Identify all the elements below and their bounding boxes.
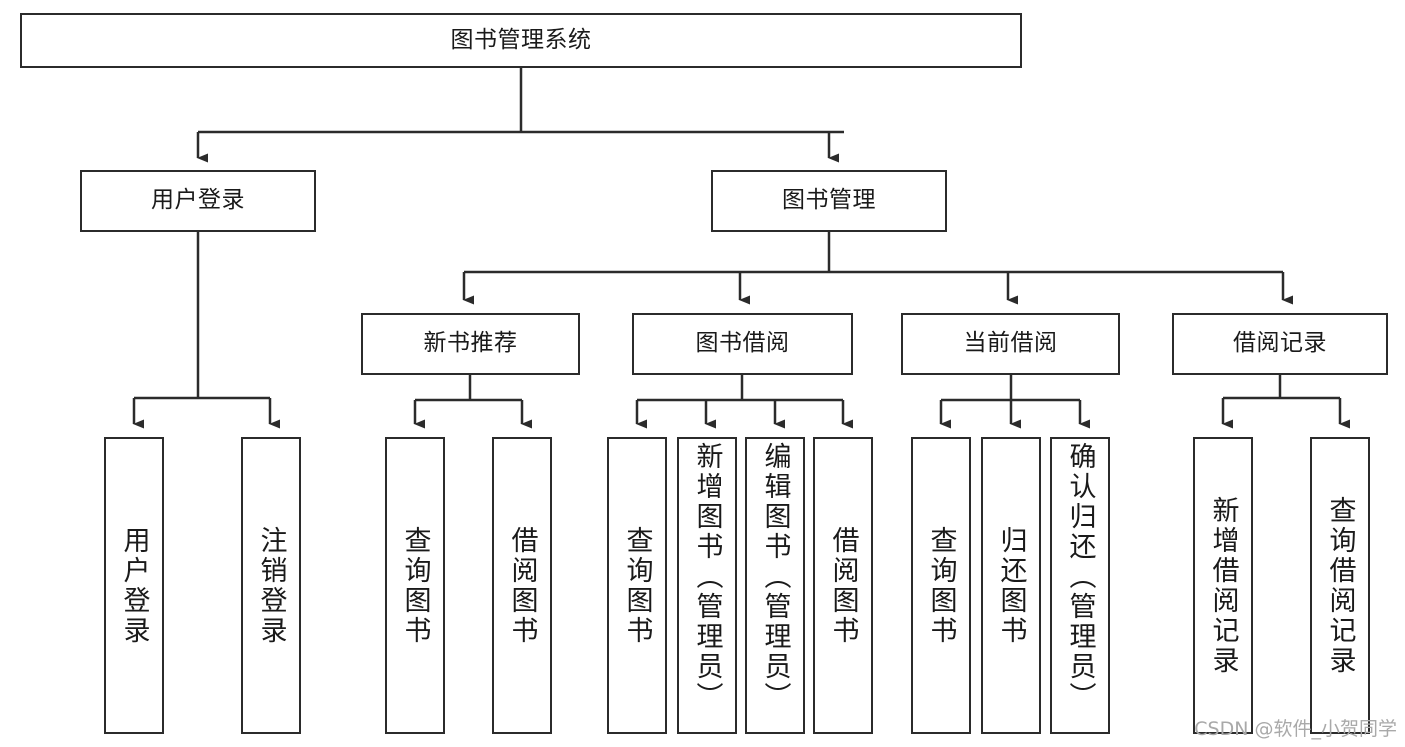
- node-root-label: 图书管理系统: [450, 26, 592, 53]
- leaf-current-query-book[interactable]: 查询图书: [911, 437, 971, 734]
- leaf-current-confirm-return-label: 确认归还（管理员）: [1064, 442, 1096, 712]
- leaf-current-query-book-label: 查询图书: [925, 525, 957, 646]
- node-user-login[interactable]: 用户登录: [80, 170, 316, 232]
- leaf-user-login-logout-label: 注销登录: [255, 525, 287, 646]
- leaf-current-confirm-return[interactable]: 确认归还（管理员）: [1050, 437, 1110, 734]
- leaf-borrow-edit-book[interactable]: 编辑图书（管理员）: [745, 437, 805, 734]
- leaf-record-add-record-label: 新增借阅记录: [1207, 495, 1239, 676]
- node-root[interactable]: 图书管理系统: [20, 13, 1022, 68]
- node-new-book-recommend[interactable]: 新书推荐: [361, 313, 580, 375]
- leaf-recommend-query-book[interactable]: 查询图书: [385, 437, 445, 734]
- node-book-management-label: 图书管理: [782, 187, 876, 214]
- leaf-record-add-record[interactable]: 新增借阅记录: [1193, 437, 1253, 734]
- leaf-user-login-login-label: 用户登录: [118, 525, 150, 646]
- leaf-borrow-add-book[interactable]: 新增图书（管理员）: [677, 437, 737, 734]
- leaf-current-return-book-label: 归还图书: [995, 525, 1027, 646]
- node-book-borrow[interactable]: 图书借阅: [632, 313, 853, 375]
- node-book-borrow-label: 图书借阅: [695, 330, 790, 357]
- leaf-borrow-borrow-book[interactable]: 借阅图书: [813, 437, 873, 734]
- node-book-management[interactable]: 图书管理: [711, 170, 947, 232]
- node-borrow-record-label: 借阅记录: [1233, 330, 1327, 357]
- leaf-borrow-add-book-label: 新增图书（管理员）: [691, 442, 723, 712]
- leaf-user-login-login[interactable]: 用户登录: [104, 437, 164, 734]
- leaf-borrow-query-book[interactable]: 查询图书: [607, 437, 667, 734]
- csdn-watermark: CSDN @软件_小贺同学: [1194, 718, 1397, 740]
- leaf-current-return-book[interactable]: 归还图书: [981, 437, 1041, 734]
- leaf-borrow-query-book-label: 查询图书: [621, 525, 653, 646]
- node-current-borrow-label: 当前借阅: [963, 330, 1058, 357]
- leaf-record-query-record[interactable]: 查询借阅记录: [1310, 437, 1370, 734]
- leaf-recommend-borrow-book[interactable]: 借阅图书: [492, 437, 552, 734]
- node-new-book-recommend-label: 新书推荐: [423, 330, 518, 357]
- leaf-borrow-edit-book-label: 编辑图书（管理员）: [759, 442, 791, 712]
- node-borrow-record[interactable]: 借阅记录: [1172, 313, 1388, 375]
- node-current-borrow[interactable]: 当前借阅: [901, 313, 1120, 375]
- node-user-login-label: 用户登录: [151, 187, 245, 214]
- leaf-user-login-logout[interactable]: 注销登录: [241, 437, 301, 734]
- leaf-recommend-query-book-label: 查询图书: [399, 525, 431, 646]
- leaf-borrow-borrow-book-label: 借阅图书: [827, 525, 859, 646]
- leaf-recommend-borrow-book-label: 借阅图书: [506, 525, 538, 646]
- leaf-record-query-record-label: 查询借阅记录: [1324, 495, 1356, 676]
